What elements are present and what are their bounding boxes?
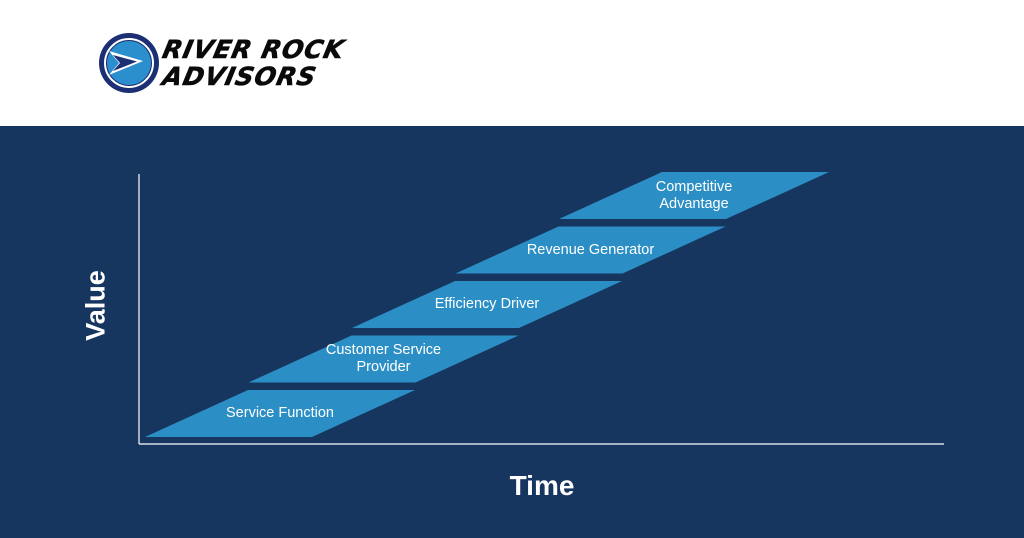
value-time-diagram [0,126,1024,538]
river-rock-logo-icon [99,33,159,93]
stage-band-1 [145,390,415,437]
stage-label-line: Efficiency Driver [434,296,540,312]
stage-band-4 [455,226,726,274]
stage-label-line: Competitive [655,178,733,195]
stage-band-5 [559,172,829,219]
header: RIVER ROCK ADVISORS [0,0,1024,126]
stage-label-3: Efficiency Driver [387,296,587,313]
brand-name-line1: RIVER ROCK [160,35,348,65]
stage-label-1: Service Function [180,405,380,422]
x-axis-label: Time [509,470,575,501]
stage-label-4: Revenue Generator [491,242,691,259]
brand-name-line2: ADVISORS [160,62,320,92]
diagram-background [0,126,1024,538]
y-axis-label: Value [80,270,111,341]
stage-label-line: Provider [356,359,411,375]
stage-band-3 [352,281,622,328]
stage-label-line: Advantage [659,195,729,212]
brand-logo[interactable]: RIVER ROCK ADVISORS [97,31,437,95]
stage-band-2 [248,335,519,383]
stage-label-line: Service Function [226,405,334,421]
diagram-panel [0,126,1024,538]
stage-label-line: Customer Service [325,342,442,358]
stage-label-line: Revenue Generator [526,241,655,258]
